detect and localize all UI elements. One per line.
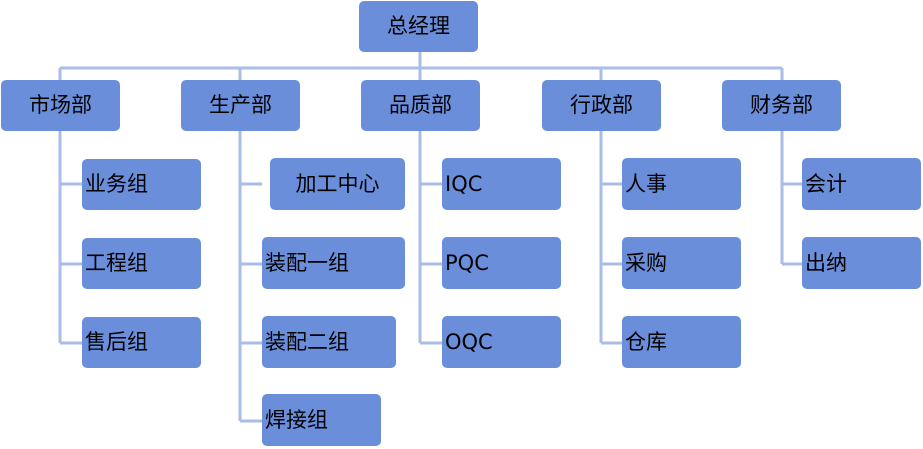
node-label: 采购 bbox=[625, 250, 667, 275]
node-dept-administration: 行政部 bbox=[542, 80, 661, 131]
node-label: 生产部 bbox=[209, 93, 272, 117]
node-label: 行政部 bbox=[570, 93, 633, 117]
node-team: 装配一组 bbox=[262, 237, 405, 289]
node-general-manager: 总经理 bbox=[359, 1, 478, 52]
node-team: 焊接组 bbox=[262, 394, 381, 446]
node-label: 会计 bbox=[805, 171, 847, 196]
node-label: 人事 bbox=[625, 171, 667, 196]
node-team: IQC bbox=[442, 158, 561, 210]
node-team: OQC bbox=[442, 316, 561, 368]
node-dept-marketing: 市场部 bbox=[1, 80, 120, 131]
node-team: 售后组 bbox=[82, 317, 201, 368]
node-label: 业务组 bbox=[85, 172, 148, 196]
node-team: 仓库 bbox=[622, 316, 741, 368]
node-label: 仓库 bbox=[625, 329, 667, 354]
node-team: 会计 bbox=[802, 158, 921, 210]
node-team: 装配二组 bbox=[262, 316, 396, 368]
node-team: 人事 bbox=[622, 158, 741, 210]
node-team: 加工中心 bbox=[270, 158, 405, 210]
node-label: OQC bbox=[445, 329, 493, 354]
node-label: 总经理 bbox=[387, 14, 450, 38]
node-label: PQC bbox=[445, 250, 489, 275]
node-team: 出纳 bbox=[802, 237, 921, 289]
node-team: 采购 bbox=[622, 237, 741, 289]
node-team: 工程组 bbox=[82, 238, 201, 289]
node-label: 品质部 bbox=[389, 93, 452, 117]
node-label: 市场部 bbox=[29, 93, 92, 117]
node-team: PQC bbox=[442, 237, 561, 289]
node-team: 业务组 bbox=[82, 159, 201, 210]
node-label: 焊接组 bbox=[265, 407, 328, 432]
node-label: 装配二组 bbox=[265, 329, 349, 354]
node-label: 出纳 bbox=[805, 250, 847, 275]
node-dept-finance: 财务部 bbox=[722, 80, 841, 131]
node-label: IQC bbox=[445, 171, 483, 196]
node-label: 财务部 bbox=[750, 93, 813, 117]
node-dept-production: 生产部 bbox=[181, 80, 300, 131]
node-label: 加工中心 bbox=[295, 171, 380, 196]
node-label: 装配一组 bbox=[265, 250, 349, 275]
node-label: 售后组 bbox=[85, 330, 148, 354]
node-label: 工程组 bbox=[85, 251, 148, 275]
node-dept-quality: 品质部 bbox=[361, 80, 480, 131]
